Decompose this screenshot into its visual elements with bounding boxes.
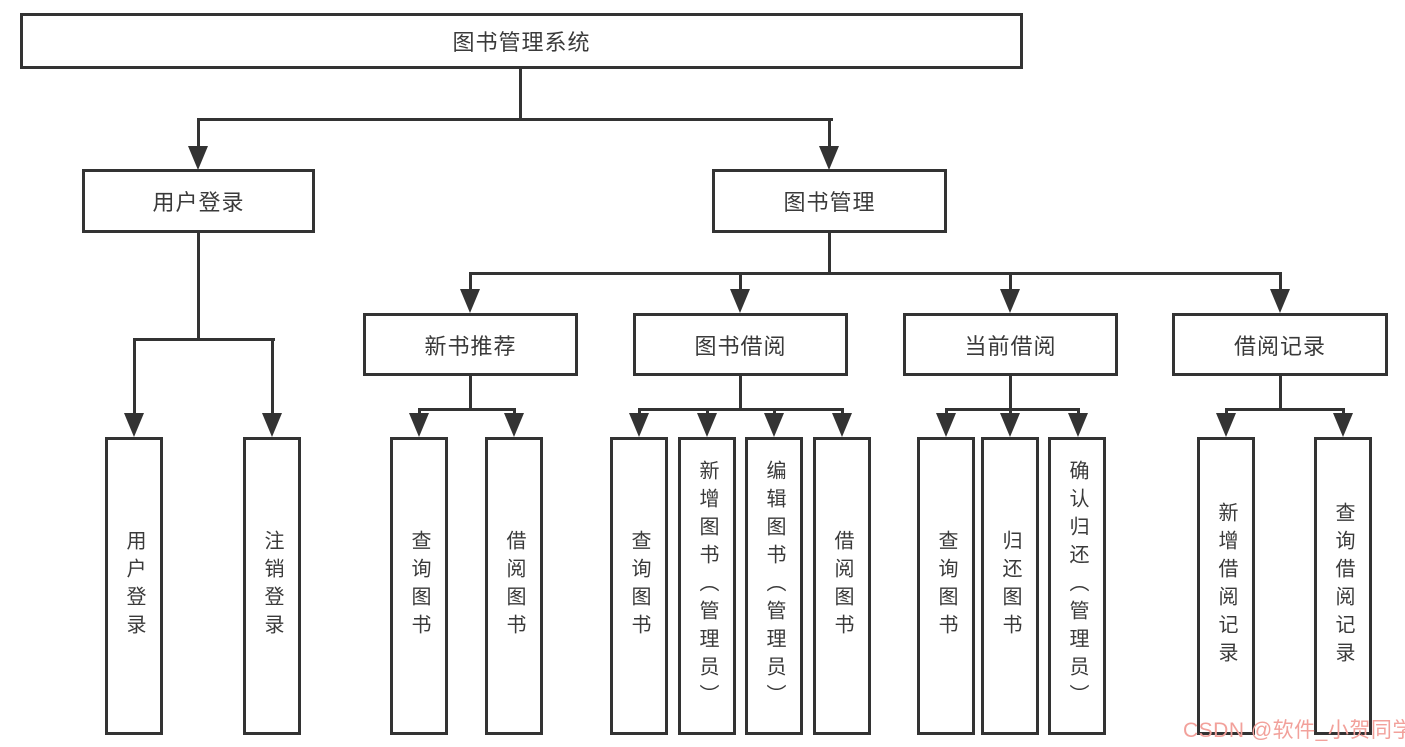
node-book-borrowing: 图书借阅 <box>633 313 848 376</box>
csdn-watermark: CSDN @软件_小贺同学 <box>1183 719 1405 742</box>
connector-line <box>197 118 200 148</box>
connector-line <box>773 408 776 415</box>
node-label: 图书管理 <box>783 190 876 215</box>
arrowhead-icon <box>1000 413 1020 437</box>
connector-line <box>133 338 275 341</box>
connector-line <box>1077 408 1080 415</box>
connector-line <box>513 408 516 415</box>
arrowhead-icon <box>124 413 144 437</box>
connector-line <box>197 233 200 338</box>
node-label: 图书管理系统 <box>452 30 591 55</box>
node-label: 借阅记录 <box>1233 333 1326 359</box>
node-label: 当前借阅 <box>964 333 1057 359</box>
connector-line <box>469 376 472 410</box>
arrowhead-icon <box>1068 413 1088 437</box>
connector-line <box>271 338 274 413</box>
arrowhead-icon <box>1216 413 1236 437</box>
leaf-label: 查询图书 <box>628 530 650 642</box>
leaf-label: 查询借阅记录 <box>1332 502 1354 670</box>
connector-line <box>418 408 516 411</box>
leaf-query-borrow-record: 查询借阅记录 <box>1314 437 1372 735</box>
leaf-label: 借阅图书 <box>503 530 525 642</box>
connector-line <box>1009 272 1012 289</box>
node-label: 图书借阅 <box>694 333 787 359</box>
arrowhead-icon <box>188 146 208 170</box>
leaf-label: 归还图书 <box>999 530 1021 642</box>
arrowhead-icon <box>819 146 839 170</box>
arrowhead-icon <box>697 413 717 437</box>
leaf-query-books-recommend: 查询图书 <box>390 437 448 735</box>
leaf-borrow-books-recommend: 借阅图书 <box>485 437 543 735</box>
leaf-add-books-admin: 新增图书（管理员） <box>678 437 736 735</box>
arrowhead-icon <box>936 413 956 437</box>
leaf-add-borrow-record: 新增借阅记录 <box>1197 437 1255 735</box>
arrowhead-icon <box>409 413 429 437</box>
connector-line <box>739 376 742 410</box>
arrowhead-icon <box>730 289 750 313</box>
connector-line <box>469 272 1281 275</box>
connector-line <box>841 408 844 415</box>
leaf-label: 新增借阅记录 <box>1215 502 1237 670</box>
connector-line <box>945 408 948 415</box>
leaf-label: 借阅图书 <box>831 530 853 642</box>
connector-line <box>1225 408 1228 415</box>
node-library-management-system: 图书管理系统 <box>20 13 1023 69</box>
leaf-label: 新增图书（管理员） <box>696 460 718 712</box>
leaf-label: 注销登录 <box>261 530 283 642</box>
arrowhead-icon <box>262 413 282 437</box>
node-current-borrowing: 当前借阅 <box>903 313 1118 376</box>
connector-line <box>133 338 136 413</box>
connector-line <box>1225 408 1345 411</box>
leaf-label: 查询图书 <box>935 530 957 642</box>
leaf-return-books: 归还图书 <box>981 437 1039 735</box>
leaf-logout: 注销登录 <box>243 437 301 735</box>
leaf-confirm-return-admin: 确认归还（管理员） <box>1048 437 1106 735</box>
connector-line <box>1279 272 1282 289</box>
connector-line <box>1279 376 1282 410</box>
arrowhead-icon <box>832 413 852 437</box>
arrowhead-icon <box>1000 289 1020 313</box>
connector-line <box>739 272 742 289</box>
connector-line <box>706 408 709 415</box>
connector-line <box>197 118 833 121</box>
arrowhead-icon <box>460 289 480 313</box>
leaf-label: 确认归还（管理员） <box>1066 460 1088 712</box>
arrowhead-icon <box>504 413 524 437</box>
connector-line <box>638 408 844 411</box>
connector-line <box>945 408 1080 411</box>
node-label: 新书推荐 <box>424 333 517 359</box>
leaf-query-books-borrow: 查询图书 <box>610 437 668 735</box>
node-book-management: 图书管理 <box>712 169 947 233</box>
connector-line <box>1009 376 1012 410</box>
leaf-label: 编辑图书（管理员） <box>763 460 785 712</box>
node-label: 用户登录 <box>152 190 245 215</box>
leaf-edit-books-admin: 编辑图书（管理员） <box>745 437 803 735</box>
node-borrowing-records: 借阅记录 <box>1172 313 1388 376</box>
connector-line <box>1342 408 1345 415</box>
leaf-query-books-current: 查询图书 <box>917 437 975 735</box>
connector-line <box>418 408 421 415</box>
leaf-label: 用户登录 <box>123 530 145 642</box>
leaf-borrow-books: 借阅图书 <box>813 437 871 735</box>
node-user-login: 用户登录 <box>82 169 315 233</box>
arrowhead-icon <box>1270 289 1290 313</box>
connector-line <box>1009 408 1012 415</box>
arrowhead-icon <box>629 413 649 437</box>
leaf-label: 查询图书 <box>408 530 430 642</box>
connector-line <box>638 408 641 415</box>
arrowhead-icon <box>764 413 784 437</box>
leaf-user-login: 用户登录 <box>105 437 163 735</box>
connector-line <box>828 118 831 148</box>
node-new-book-recommendation: 新书推荐 <box>363 313 578 376</box>
arrowhead-icon <box>1333 413 1353 437</box>
connector-line <box>519 69 522 120</box>
connector-line <box>469 272 472 289</box>
connector-line <box>828 233 831 272</box>
